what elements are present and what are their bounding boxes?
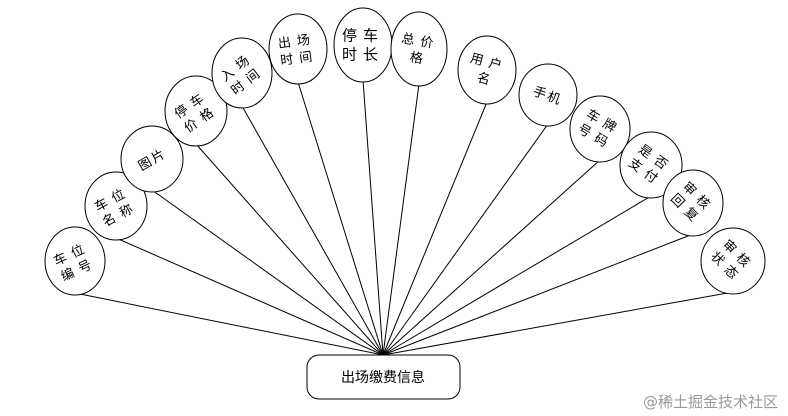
connector-line-image (151, 189, 384, 356)
entity-label: 出场缴费信息 (341, 369, 425, 386)
connector-line-exit-time (297, 81, 384, 356)
attribute-ellipse (700, 227, 766, 295)
attribute-username: 用户名 (457, 35, 517, 105)
attribute-review-status: 审核状态 (700, 227, 766, 295)
watermark-text: @稀土掘金技术社区 (642, 393, 778, 411)
attribute-ellipse (390, 11, 448, 87)
attribute-total-price: 总价格 (390, 11, 448, 87)
attribute-review-reply: 审核回复 (662, 169, 724, 237)
attribute-ellipse (84, 171, 148, 241)
connector-line-phone (382, 123, 549, 356)
attribute-entry-time: 入场时间 (211, 37, 273, 109)
attribute-is-paid: 是否支付 (619, 131, 683, 199)
connector-line-username (382, 101, 488, 356)
attribute-phone: 手机 (518, 63, 578, 127)
attribute-image: 图片 (120, 125, 184, 193)
attribute-ellipse (44, 226, 106, 296)
attribute-ellipse (518, 63, 578, 127)
attribute-plate-number: 车牌号码 (569, 95, 631, 163)
connector-line-entry-time (241, 105, 384, 356)
connector-line-total-price (382, 83, 420, 356)
attribute-nodes: 车位编号车位名称图片停车价格入场时间出场时间停车时长总价格用户名手机车牌号码是否… (44, 7, 766, 296)
attribute-ellipse (662, 169, 724, 237)
connector-line-review-status (382, 291, 734, 356)
attribute-label: 停车时长 (342, 27, 384, 64)
attribute-label: 出场时间 (277, 32, 319, 69)
connector-line-space-name (115, 237, 384, 356)
attribute-space-name: 车位名称 (84, 171, 148, 241)
attribute-ellipse (569, 95, 631, 163)
attribute-exit-time: 出场时间 (268, 13, 328, 85)
connector-line-parking-duration (362, 79, 384, 356)
attribute-ellipse (268, 13, 328, 85)
connector-lines (74, 79, 734, 356)
connector-line-is-paid (382, 195, 652, 356)
connector-line-space-number (74, 292, 384, 356)
connector-line-plate-number (382, 159, 601, 356)
attribute-ellipse (120, 125, 184, 193)
attribute-label: 总价格 (397, 31, 440, 69)
attribute-parking-duration: 停车时长 (333, 7, 393, 83)
attribute-space-number: 车位编号 (44, 226, 106, 296)
attribute-ellipse (457, 35, 517, 105)
connector-line-review-reply (382, 233, 694, 356)
attribute-ellipse (619, 131, 683, 199)
entity-node: 出场缴费信息 (306, 354, 461, 400)
attribute-parking-price: 停车价格 (164, 75, 228, 147)
connector-line-parking-price (195, 143, 384, 356)
attribute-ellipse (211, 37, 273, 109)
attribute-ellipse (164, 75, 228, 147)
